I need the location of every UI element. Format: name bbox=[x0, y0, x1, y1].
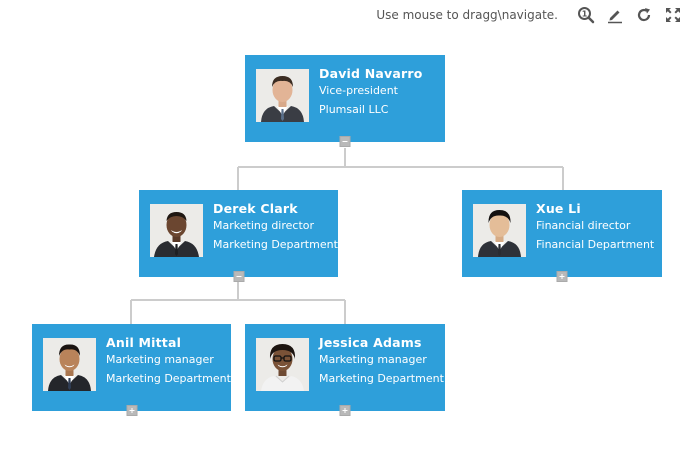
fullscreen-icon[interactable] bbox=[662, 4, 684, 26]
avatar bbox=[150, 204, 203, 257]
navigation-hint: Use mouse to dragg\navigate. bbox=[376, 8, 558, 22]
org-node-xue-li[interactable]: Xue Li Financial director Financial Depa… bbox=[462, 190, 662, 282]
svg-text:1: 1 bbox=[582, 10, 588, 19]
org-node-jessica-adams[interactable]: Jessica Adams Marketing manager Marketin… bbox=[245, 324, 445, 416]
employee-title: Marketing manager bbox=[319, 353, 427, 366]
employee-department: Financial Department bbox=[536, 238, 655, 251]
employee-department: Plumsail LLC bbox=[319, 103, 389, 116]
org-node-david-navarro[interactable]: David Navarro Vice-president Plumsail LL… bbox=[245, 55, 445, 147]
zoom-icon[interactable]: 1 bbox=[575, 4, 597, 26]
expand-toggle[interactable] bbox=[556, 271, 568, 282]
edit-icon[interactable] bbox=[604, 4, 626, 26]
employee-title: Vice-president bbox=[319, 84, 398, 97]
expand-toggle[interactable] bbox=[126, 405, 137, 416]
employee-department: Marketing Department bbox=[106, 372, 231, 385]
org-node-anil-mittal[interactable]: Anil Mittal Marketing manager Marketing … bbox=[32, 324, 231, 416]
avatar bbox=[473, 204, 526, 257]
employee-name: Jessica Adams bbox=[319, 335, 422, 350]
employee-name: Xue Li bbox=[536, 201, 581, 216]
expand-toggle[interactable] bbox=[339, 405, 351, 416]
employee-title: Marketing manager bbox=[106, 353, 214, 366]
employee-name: David Navarro bbox=[319, 66, 423, 81]
refresh-icon[interactable] bbox=[633, 4, 655, 26]
employee-name: Derek Clark bbox=[213, 201, 298, 216]
collapse-toggle[interactable] bbox=[233, 271, 244, 282]
collapse-toggle[interactable] bbox=[339, 136, 351, 147]
employee-name: Anil Mittal bbox=[106, 335, 182, 350]
avatar bbox=[256, 338, 309, 391]
employee-department: Marketing Department bbox=[319, 372, 444, 385]
employee-title: Financial director bbox=[536, 219, 631, 232]
employee-title: Marketing director bbox=[213, 219, 315, 232]
avatar bbox=[43, 338, 96, 391]
avatar bbox=[256, 69, 309, 122]
employee-department: Marketing Department bbox=[213, 238, 338, 251]
toolbar: Use mouse to dragg\navigate. 1 bbox=[376, 4, 684, 26]
org-node-derek-clark[interactable]: Derek Clark Marketing director Marketing… bbox=[139, 190, 338, 282]
